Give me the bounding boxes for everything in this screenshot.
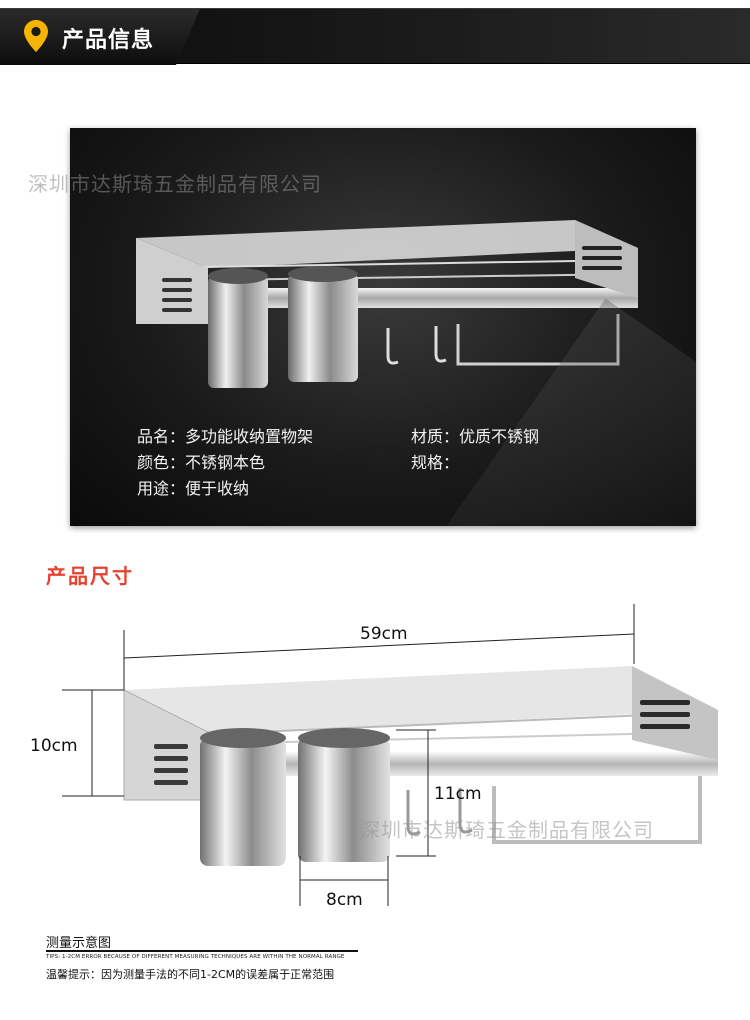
width-label: 59cm	[360, 624, 408, 644]
header-bar: 产品信息	[0, 8, 750, 65]
hook-length-label: 11cm	[434, 784, 482, 804]
info-spec: 规格：	[411, 453, 460, 472]
map-pin-icon	[24, 20, 48, 52]
info-material: 材质：优质不锈钢	[411, 427, 540, 446]
header-tab: 产品信息	[0, 9, 200, 65]
warm-tip-text: 温馨提示：因为测量手法的不同1-2CM的误差属于正常范围	[46, 968, 335, 981]
diagram-caption: 测量示意图	[46, 936, 112, 951]
product-photo-panel	[70, 128, 696, 526]
info-name: 品名：多功能收纳置物架	[137, 427, 314, 446]
height-label: 10cm	[30, 736, 78, 756]
cup-width-label: 8cm	[326, 890, 363, 910]
caption-divider	[46, 950, 358, 952]
info-usage: 用途：便于收纳	[137, 479, 250, 498]
rack-photo	[135, 220, 639, 388]
watermark-bottom: 深圳市达斯琦五金制品有限公司	[360, 818, 654, 842]
tips-text: TIPS: 1-2CM ERROR BECAUSE OF DIFFERENT M…	[46, 954, 345, 960]
page-title: 产品信息	[62, 28, 155, 53]
info-color: 颜色：不锈钢本色	[137, 453, 266, 472]
watermark-top: 深圳市达斯琦五金制品有限公司	[28, 172, 322, 196]
size-section-title: 产品尺寸	[46, 564, 134, 588]
